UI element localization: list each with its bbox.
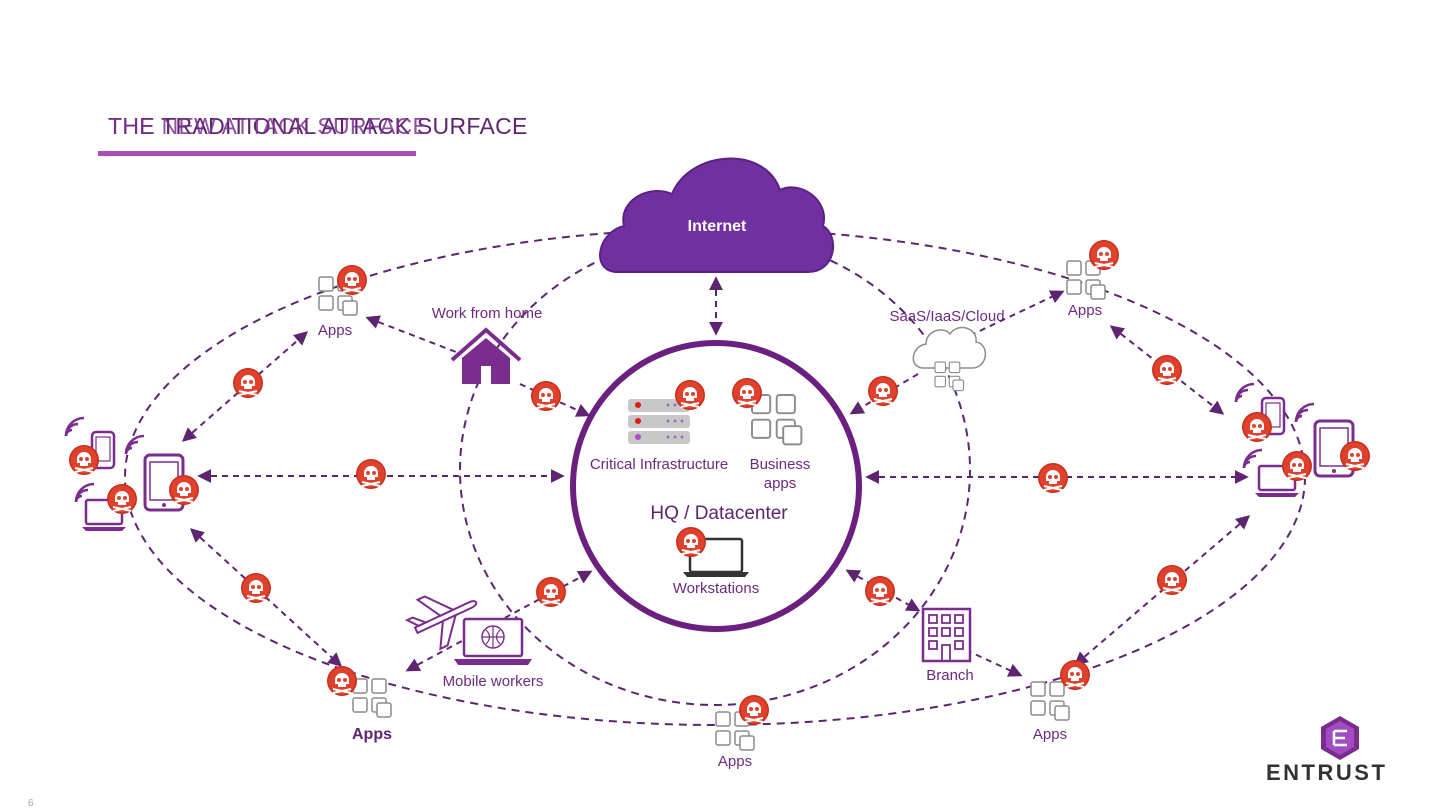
skull-threat-icon	[867, 375, 899, 407]
skull-threat-icon	[1037, 462, 1069, 494]
skull-threat-icon	[240, 572, 272, 604]
wifi-icon	[1234, 382, 1256, 404]
apps-top-left-label: Apps	[318, 322, 352, 339]
arrow-hq-branch	[845, 569, 921, 612]
skull-threat-icon	[1156, 564, 1188, 596]
saas-label: SaaS/IaaS/Cloud	[889, 308, 1004, 325]
hq-datacenter-label: HQ / Datacenter	[650, 503, 788, 524]
skull-threat-icon	[1281, 450, 1313, 482]
title-underline	[98, 151, 416, 156]
arrow-branch-apps	[965, 649, 1023, 677]
skull-threat-icon	[535, 576, 567, 608]
page-number: 6	[28, 798, 34, 809]
arrow-apps-wfh	[365, 315, 457, 353]
server-icon	[628, 399, 690, 444]
wifi-icon	[124, 434, 146, 456]
skull-threat-icon	[336, 264, 368, 296]
workstations-label: Workstations	[673, 580, 759, 597]
business-apps-label-line1: Business	[750, 456, 811, 473]
saas-cloud-icon	[912, 326, 986, 392]
skull-threat-icon	[1241, 411, 1273, 443]
business-apps-icon	[751, 394, 803, 446]
arrow-saas-apps	[949, 290, 1065, 346]
apps-bottom-center-label: Apps	[718, 753, 752, 770]
skull-threat-icon	[106, 483, 138, 515]
skull-threat-icon	[530, 380, 562, 412]
building-icon	[921, 607, 972, 663]
house-icon	[450, 327, 522, 384]
skull-threat-icon	[232, 367, 264, 399]
apps-bottom-right-label: Apps	[1033, 726, 1067, 743]
business-apps-label-line2: apps	[764, 475, 797, 492]
work-from-home-label: Work from home	[432, 305, 543, 322]
hq-datacenter-circle	[570, 340, 862, 632]
skull-threat-icon	[864, 575, 896, 607]
wifi-icon	[64, 416, 86, 438]
apps-icon-bottom-right	[1030, 681, 1070, 721]
skull-threat-icon	[738, 694, 770, 726]
skull-threat-icon	[326, 665, 358, 697]
title-new: THE NEW ATTACK SURFACE	[108, 113, 429, 139]
apps-top-right-label: Apps	[1068, 302, 1102, 319]
wifi-icon	[1294, 402, 1316, 424]
skull-threat-icon	[731, 377, 763, 409]
skull-threat-icon	[674, 379, 706, 411]
entrust-logo-text: ENTRUST	[1266, 760, 1388, 785]
skull-threat-icon	[1059, 659, 1091, 691]
skull-threat-icon	[68, 444, 100, 476]
airplane-icon	[404, 595, 478, 651]
branch-label: Branch	[926, 667, 974, 684]
entrust-logo-icon	[1321, 716, 1359, 760]
mobile-laptop-icon	[454, 617, 532, 665]
internet-label: Internet	[688, 218, 747, 235]
skull-threat-icon	[1088, 239, 1120, 271]
skull-threat-icon	[1339, 440, 1371, 472]
skull-threat-icon	[355, 458, 387, 490]
apps-icon-bottom-left	[352, 678, 392, 718]
apps-bottom-left-label: Apps	[352, 726, 392, 743]
skull-threat-icon	[168, 474, 200, 506]
title-traditional: THE TRADITIONAL ATTACK SURFACE	[108, 113, 528, 139]
skull-threat-icon	[1151, 354, 1183, 386]
internet-cloud-icon	[599, 157, 835, 273]
mobile-workers-label: Mobile workers	[443, 673, 544, 690]
critical-infrastructure-label: Critical Infrastructure	[590, 456, 728, 473]
skull-threat-icon	[675, 526, 707, 558]
